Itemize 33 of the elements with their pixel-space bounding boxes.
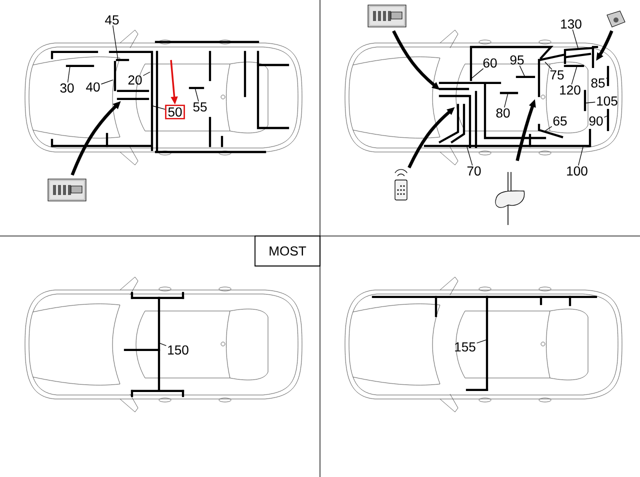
leader-line [466, 146, 473, 166]
leader-line [112, 25, 118, 60]
module-drawing [606, 10, 626, 28]
leader-line [586, 102, 596, 104]
leader-line [504, 92, 508, 108]
leader-line [152, 106, 166, 110]
system-label-box: MOST [254, 236, 320, 266]
leader-line [519, 65, 526, 78]
leader-line [67, 66, 70, 83]
leader-line [604, 116, 608, 118]
radio-unit-drawing [368, 4, 406, 28]
leader-line [142, 72, 150, 76]
leader-line [578, 146, 584, 166]
wiring-harness-drawing [372, 296, 598, 392]
remote-key-drawing [394, 169, 408, 200]
callout-number: 105 [597, 96, 618, 106]
leader-line [476, 340, 486, 344]
leader-line [544, 62, 552, 70]
leader-line [100, 80, 114, 84]
callout-number: 45 [105, 15, 119, 25]
leader-line [472, 68, 484, 78]
callout-number: 150 [168, 345, 188, 355]
callout-number: 70 [467, 166, 481, 176]
wiring-harness-drawing [50, 40, 290, 154]
radio-unit-drawing [48, 178, 86, 202]
leader-line [194, 88, 199, 102]
leader-line [571, 66, 578, 85]
leader-line [544, 126, 552, 132]
callout-number: 100 [567, 166, 588, 176]
leader-line [158, 342, 166, 346]
leader-line [572, 29, 578, 48]
antenna-drawing [495, 172, 525, 226]
callout-number: 130 [561, 19, 582, 29]
